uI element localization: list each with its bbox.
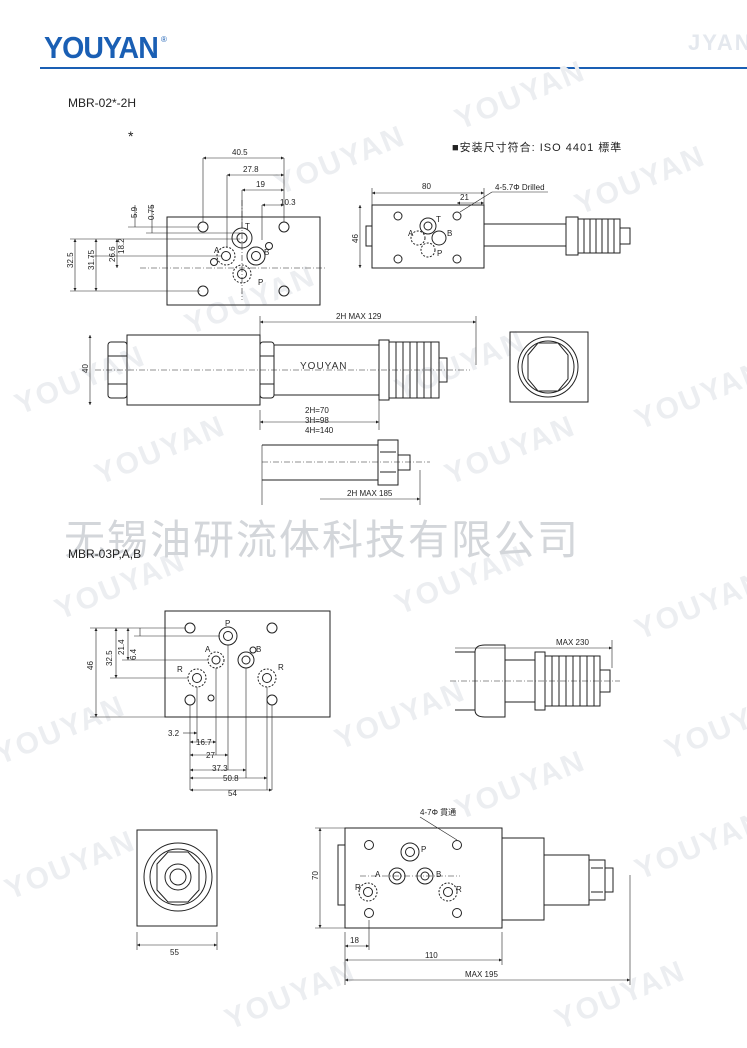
drilled-note: 4-5.7Φ Drilled	[495, 183, 545, 192]
watermark: YOUYAN	[630, 564, 747, 646]
company-name-watermark: 无锡油研流体科技有限公司	[64, 516, 580, 564]
port-b: B	[264, 248, 269, 257]
dim-0-75: 0.75	[147, 204, 156, 220]
dim-4h: 4H=140	[305, 426, 334, 435]
watermark: YOUYAN	[0, 824, 140, 906]
port-p: P	[258, 278, 263, 287]
corner-watermark: JYAN	[688, 30, 747, 55]
dim-50-8: 50.8	[223, 774, 239, 783]
watermark: YOUYAN	[220, 954, 360, 1036]
dim-max-129: 2H MAX 129	[336, 312, 382, 321]
port-b-side: B	[447, 229, 452, 238]
port-r2-left: R	[177, 665, 183, 674]
mbr03-front-view	[315, 816, 631, 985]
watermark: YOUYAN	[390, 324, 530, 406]
dim-46-b: 46	[86, 661, 95, 670]
dim-26-6: 26.6	[108, 246, 117, 262]
header-divider	[40, 67, 747, 69]
watermark: YOUYAN	[550, 954, 690, 1036]
watermark: YOUYAN	[630, 354, 747, 436]
dim-31-75: 31.75	[87, 249, 96, 270]
dim-16-7: 16.7	[196, 738, 212, 747]
port-a: A	[214, 246, 220, 255]
dim-18: 18	[350, 936, 359, 945]
watermark: YOUYAN	[450, 744, 590, 826]
dim-10-3: 10.3	[280, 198, 296, 207]
header: YOUYAN ® JYAN	[0, 0, 747, 70]
watermark: YOUYAN	[440, 409, 580, 491]
port-r3-left: R	[355, 883, 361, 892]
dim-55: 55	[170, 948, 179, 957]
port-b3: B	[436, 870, 441, 879]
port-p2: P	[225, 619, 230, 628]
dim-3-2: 3.2	[168, 729, 180, 738]
dim-max-195: MAX 195	[465, 970, 498, 979]
port-a3: A	[375, 870, 381, 879]
dim-54: 54	[228, 789, 237, 798]
through-hole-note: 4-7Φ 貫通	[420, 807, 456, 817]
port-r2-right: R	[278, 663, 284, 672]
watermark: YOUYAN	[330, 674, 470, 756]
dim-21: 21	[460, 193, 469, 202]
dim-46: 46	[351, 234, 360, 243]
watermark: YOUYAN	[90, 409, 230, 491]
mbr02-top-view	[70, 156, 325, 306]
dim-3h: 3H=98	[305, 416, 329, 425]
dim-18-2: 18.2	[117, 238, 126, 254]
port-r3-right: R	[456, 885, 462, 894]
watermark: YOUYAN	[630, 804, 747, 886]
section2-dimension-labels: 21.4 6.4 32.5 46 P A B R R 3.2 16.7 27 3…	[86, 619, 589, 979]
port-a2: A	[205, 645, 211, 654]
dim-110: 110	[425, 951, 438, 960]
dim-40: 40	[81, 364, 90, 373]
dim-21-4: 21.4	[117, 639, 126, 655]
iso-standard-note: ■安装尺寸符合: ISO 4401 標準	[452, 142, 623, 154]
dim-80: 80	[422, 182, 431, 191]
dim-5-9: 5.9	[130, 206, 139, 218]
dim-70: 70	[311, 871, 320, 880]
dim-27-8: 27.8	[243, 165, 259, 174]
mbr03-top-view	[90, 610, 331, 792]
dim-40-5: 40.5	[232, 148, 248, 157]
port-p-side: P	[437, 249, 442, 258]
port-t: T	[245, 222, 250, 231]
dim-27: 27	[206, 751, 215, 760]
dim-6-4: 6.4	[129, 648, 138, 660]
mbr02-side-view	[358, 188, 631, 269]
mbr02-extended-view	[261, 439, 430, 505]
watermark: YOUYAN	[0, 689, 130, 771]
dim-32-5: 32.5	[66, 252, 75, 268]
section1-title: MBR-02*-2H	[68, 96, 137, 110]
registered-mark: ®	[161, 35, 167, 44]
youyan-logo: YOUYAN	[44, 30, 159, 65]
mbr03-side-view	[450, 640, 620, 718]
port-t-side: T	[436, 215, 441, 224]
mbr03-end-view	[136, 829, 218, 950]
watermark: YOUYAN	[660, 684, 747, 766]
mbr02-front-view	[88, 316, 477, 430]
dim-2h: 2H=70	[305, 406, 329, 415]
section1-dimension-labels: 40.5 27.8 19 10.3 5.9 0.75 32.5 31.75 26…	[66, 148, 545, 498]
dim-32-5-b: 32.5	[105, 650, 114, 666]
watermark: YOUYAN	[450, 54, 590, 136]
watermark: YOUYAN	[270, 119, 410, 201]
asterisk-note: *	[128, 128, 134, 144]
dim-max-230: MAX 230	[556, 638, 589, 647]
port-a-side: A	[408, 229, 414, 238]
body-brand-text: YOUYAN	[300, 361, 348, 372]
section2-title: MBR-03P,A,B	[68, 547, 142, 561]
mbr02-end-view	[509, 331, 589, 403]
port-p3: P	[421, 845, 426, 854]
dim-37-3: 37.3	[212, 764, 228, 773]
watermark: YOUYAN	[10, 339, 150, 421]
port-b2: B	[256, 645, 261, 654]
dim-19: 19	[256, 180, 265, 189]
dim-max-185: 2H MAX 185	[347, 489, 393, 498]
